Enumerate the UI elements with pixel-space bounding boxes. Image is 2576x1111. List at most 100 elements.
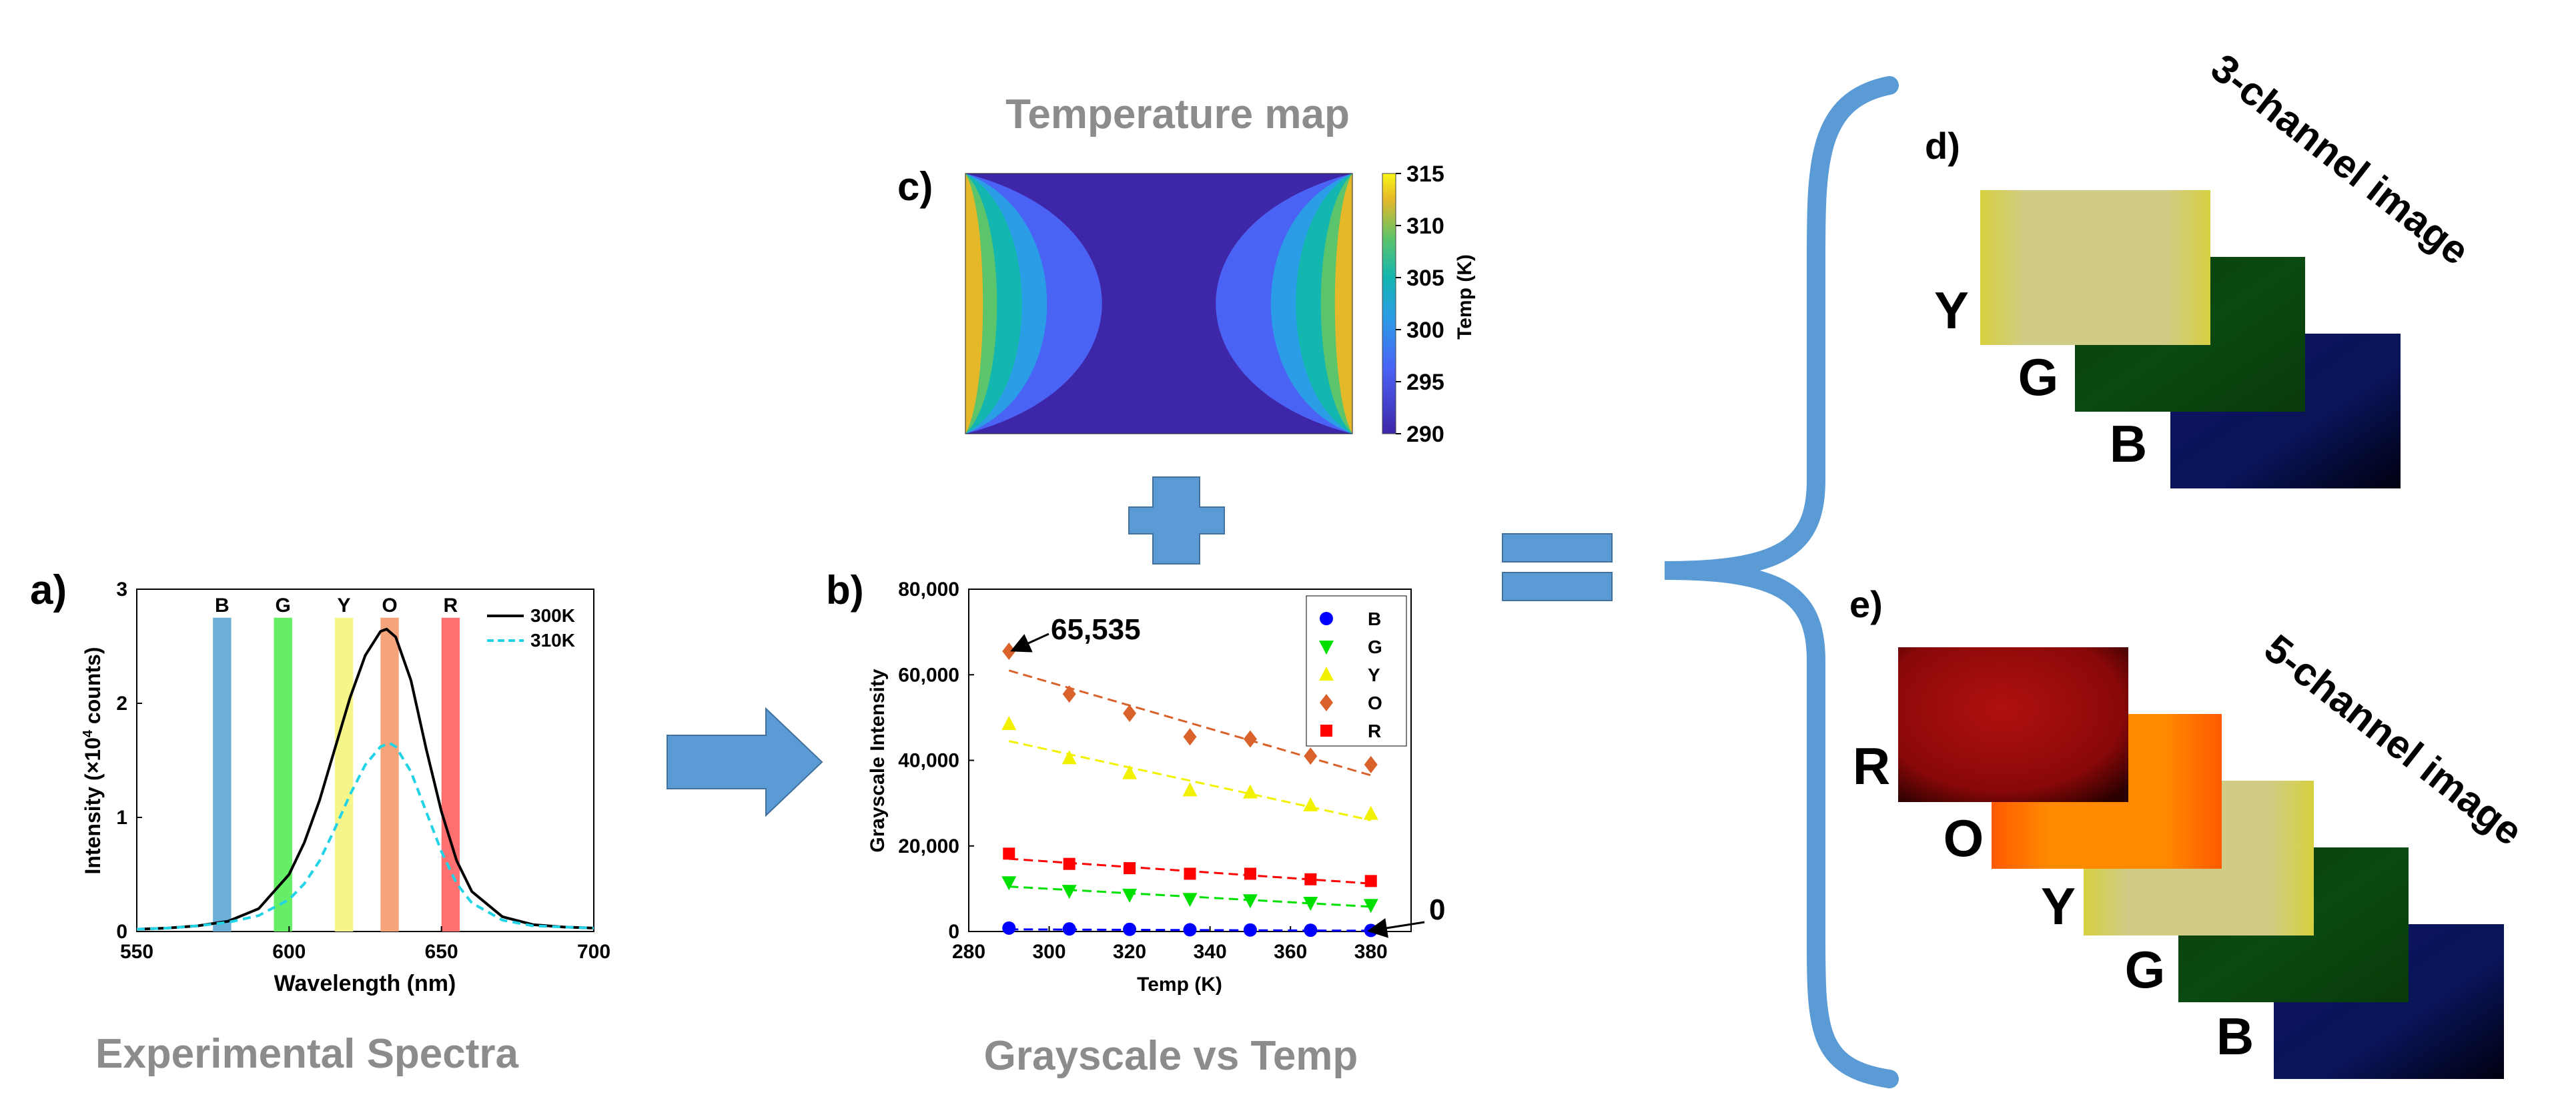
legend-marker-g bbox=[1319, 641, 1334, 655]
panel-b-ylabel: Grayscale Intensity bbox=[867, 669, 889, 852]
data-point-b bbox=[1062, 922, 1076, 936]
data-point-r bbox=[1063, 857, 1076, 870]
right-arrow-shape bbox=[667, 707, 823, 817]
plus-sign-shape bbox=[1128, 476, 1225, 565]
panel-e: e) 5-channel image R O Y G B bbox=[1849, 583, 2531, 1079]
y-tick-label: 40,000 bbox=[898, 750, 959, 772]
panel-d-letter: d) bbox=[1925, 125, 1960, 167]
legend-marker-b bbox=[1320, 612, 1333, 625]
data-point-b bbox=[1183, 923, 1197, 937]
data-point-o bbox=[1123, 704, 1137, 722]
colorbar-tick-label: 295 bbox=[1406, 370, 1444, 395]
data-point-r bbox=[1124, 862, 1136, 875]
data-point-y bbox=[1182, 782, 1198, 797]
band-r bbox=[441, 617, 460, 932]
data-point-o bbox=[1364, 755, 1378, 773]
layer-label-y-3ch: Y bbox=[1934, 281, 1969, 340]
panel-c-title: Temperature map bbox=[1005, 91, 1350, 137]
panel-a-legend: 300K 310K bbox=[487, 605, 575, 651]
legend-marker-o bbox=[1320, 694, 1333, 711]
layer-r-5ch bbox=[1898, 647, 2128, 802]
data-point-g bbox=[1303, 897, 1318, 911]
data-point-r bbox=[1003, 847, 1015, 860]
band-label-b: B bbox=[215, 595, 230, 617]
temperature-heatmap bbox=[965, 173, 1352, 434]
annotation-min-label: 0 bbox=[1429, 893, 1445, 926]
legend-label-r: R bbox=[1368, 721, 1381, 741]
layer-label-r-5ch: R bbox=[1853, 737, 1890, 795]
data-point-r bbox=[1184, 867, 1196, 880]
x-tick-label: 650 bbox=[425, 941, 458, 963]
x-tick-label: 300 bbox=[1033, 941, 1066, 963]
data-point-y bbox=[1303, 797, 1318, 811]
y-tick-label: 0 bbox=[116, 921, 127, 943]
colorbar bbox=[1382, 173, 1396, 434]
y-tick-label: 3 bbox=[116, 579, 127, 601]
panel-b-letter: b) bbox=[826, 568, 864, 613]
x-tick-label: 380 bbox=[1354, 941, 1388, 963]
equals-bar-top bbox=[1502, 533, 1613, 563]
panel-c-letter: c) bbox=[897, 164, 933, 209]
data-point-r bbox=[1364, 875, 1377, 887]
x-tick-label: 360 bbox=[1274, 941, 1307, 963]
x-tick-label: 700 bbox=[577, 941, 610, 963]
colorbar-tick-label: 305 bbox=[1406, 266, 1444, 291]
layer-label-b-5ch: B bbox=[2216, 1007, 2254, 1066]
data-point-o bbox=[1002, 642, 1016, 660]
data-point-g bbox=[1242, 894, 1258, 909]
data-point-b bbox=[1123, 922, 1137, 936]
data-point-g bbox=[1363, 899, 1378, 913]
y-tick-label: 80,000 bbox=[898, 579, 959, 601]
x-tick-label: 320 bbox=[1113, 941, 1146, 963]
colorbar-tick-label: 315 bbox=[1406, 161, 1444, 187]
band-y bbox=[334, 617, 354, 932]
band-label-y: Y bbox=[338, 595, 351, 617]
band-g bbox=[274, 617, 292, 932]
layer-label-y-5ch: Y bbox=[2041, 877, 2076, 936]
panel-a-axes-box bbox=[136, 589, 594, 932]
data-point-g bbox=[1001, 876, 1017, 891]
band-label-r: R bbox=[444, 595, 458, 617]
colorbar-tick-label: 300 bbox=[1406, 318, 1444, 343]
y-tick-label: 2 bbox=[116, 693, 127, 715]
panel-a-letter: a) bbox=[30, 567, 67, 613]
y-tick-label: 1 bbox=[116, 807, 127, 829]
legend-marker-r bbox=[1320, 725, 1332, 737]
layer-label-b-3ch: B bbox=[2110, 414, 2147, 473]
band-label-g: G bbox=[276, 595, 291, 617]
y-tick-label: 20,000 bbox=[898, 835, 959, 857]
layer-label-o-5ch: O bbox=[1944, 809, 1984, 867]
panel-d: d) 3-channel image Y G B bbox=[1925, 45, 2477, 488]
data-point-r bbox=[1244, 867, 1256, 880]
legend-label-300k: 300K bbox=[530, 605, 575, 626]
spectral-bands bbox=[213, 617, 460, 932]
data-point-b bbox=[1304, 923, 1318, 938]
band-label-o: O bbox=[382, 595, 397, 617]
legend-label-y: Y bbox=[1368, 665, 1380, 685]
colorbar-label: Temp (K) bbox=[1454, 254, 1476, 340]
x-tick-label: 550 bbox=[120, 941, 153, 963]
data-point-b bbox=[1002, 921, 1016, 935]
data-point-g bbox=[1122, 888, 1138, 903]
heatmap-frame bbox=[965, 173, 1353, 434]
band-b bbox=[213, 617, 232, 932]
data-point-g bbox=[1061, 885, 1077, 899]
data-point-r bbox=[1304, 873, 1317, 885]
data-point-y bbox=[1242, 784, 1258, 799]
heatmap-contour-left-5 bbox=[965, 173, 983, 434]
data-points bbox=[1001, 642, 1378, 938]
annotation-min-arrow bbox=[1367, 918, 1425, 938]
data-point-y bbox=[1122, 765, 1138, 779]
panel-d-title: 3-channel image bbox=[2203, 45, 2478, 274]
x-tick-label: 340 bbox=[1194, 941, 1227, 963]
legend-label-b: B bbox=[1368, 609, 1381, 629]
layer-label-g-5ch: G bbox=[2125, 940, 2166, 999]
